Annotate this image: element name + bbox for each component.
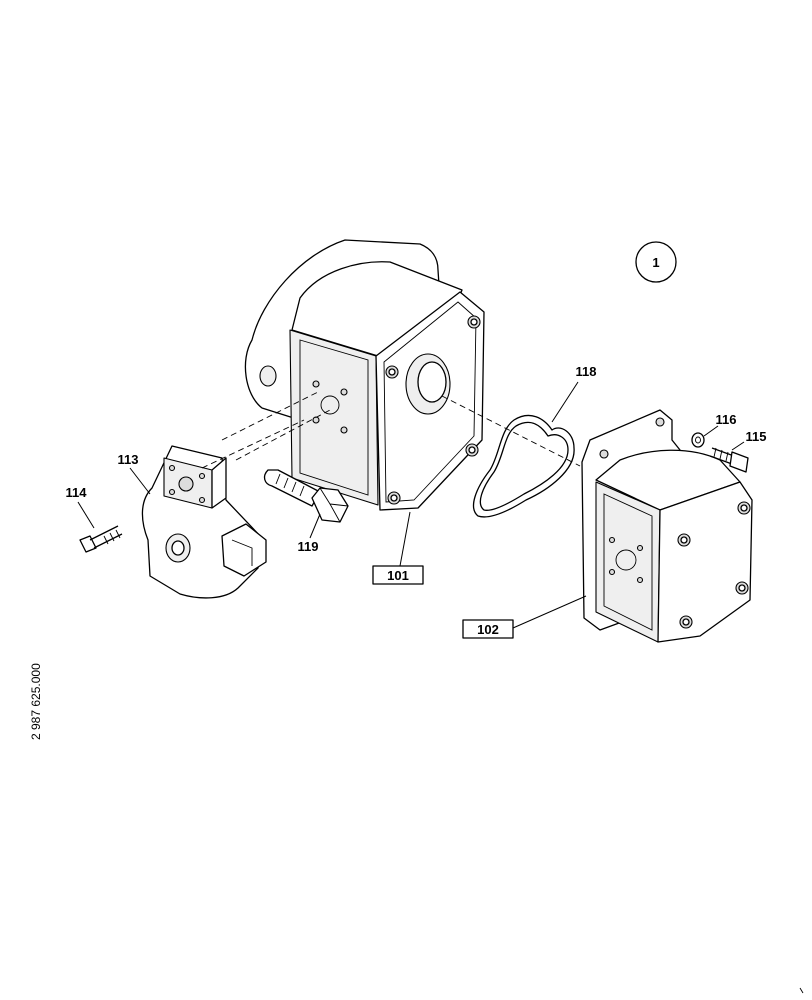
main-pump-assembly — [244, 239, 485, 511]
secondary-pump-assembly — [581, 409, 753, 643]
callout-118: 118 — [551, 364, 597, 423]
cap-screw-115 — [709, 447, 749, 473]
callout-119-label: 119 — [298, 539, 319, 554]
document-number: 2 987 625.000 — [29, 663, 43, 740]
washer-116 — [691, 432, 705, 448]
callout-101: 101 — [372, 511, 424, 585]
callout-113-label: 113 — [118, 452, 139, 467]
callout-113: 113 — [118, 452, 151, 495]
callout-115: 115 — [731, 429, 767, 451]
o-ring-118 — [473, 414, 575, 518]
callout-114: 114 — [66, 485, 95, 529]
callout-102: 102 — [462, 595, 587, 639]
callout-116: 116 — [703, 412, 737, 437]
cap-screw-114 — [79, 525, 123, 553]
valve-block — [141, 445, 267, 599]
callout-116-label: 116 — [716, 412, 737, 427]
hex-bolt-119 — [263, 469, 349, 523]
callout-101-label: 101 — [387, 568, 409, 583]
callout-115-label: 115 — [746, 429, 767, 444]
figure-number-circle: 1 — [635, 241, 677, 283]
alignment-lines — [201, 391, 581, 469]
figure-number: 1 — [652, 255, 659, 270]
callout-114-label: 114 — [66, 485, 88, 500]
corner-mark — [799, 987, 804, 994]
callout-119: 119 — [298, 513, 321, 554]
callout-118-label: 118 — [576, 364, 597, 379]
callout-102-label: 102 — [477, 622, 499, 637]
